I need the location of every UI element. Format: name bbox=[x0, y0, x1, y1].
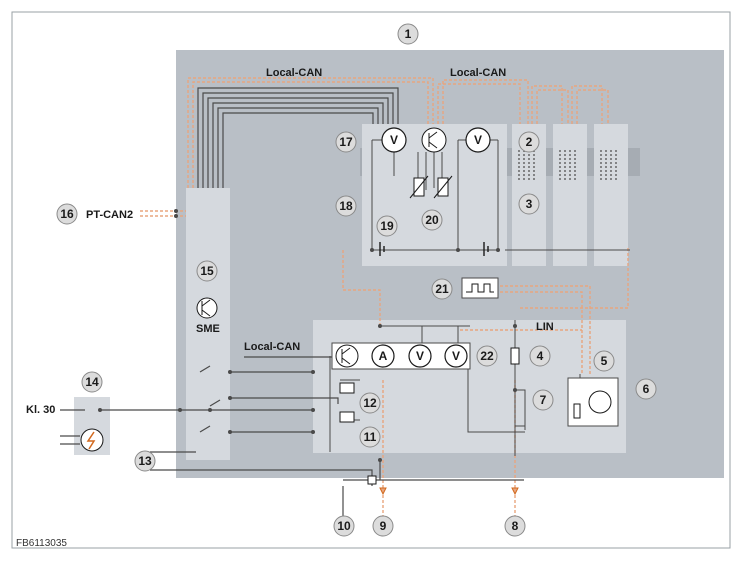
badge-19: 19 bbox=[376, 215, 398, 237]
badge-17: 17 bbox=[335, 131, 357, 153]
voltmeter-top-left bbox=[381, 127, 407, 153]
badge-3: 3 bbox=[518, 193, 540, 215]
contactor-relays bbox=[339, 382, 355, 423]
svg-text:6: 6 bbox=[643, 382, 650, 396]
badge-14: 14 bbox=[81, 371, 103, 393]
svg-text:14: 14 bbox=[85, 375, 99, 389]
meter-label: A bbox=[379, 349, 388, 363]
svg-text:2: 2 bbox=[526, 135, 533, 149]
measurement-transistor-icon bbox=[335, 344, 359, 368]
badge-12: 12 bbox=[359, 392, 381, 414]
wire-junctions bbox=[98, 209, 517, 462]
svg-text:8: 8 bbox=[512, 519, 519, 533]
heating-fuse bbox=[573, 403, 581, 419]
svg-text:7: 7 bbox=[540, 393, 547, 407]
ammeter bbox=[371, 344, 395, 368]
sme-transistor-icon bbox=[196, 297, 218, 319]
badge-22: 22 bbox=[476, 345, 498, 367]
voltmeter-mid-1 bbox=[408, 344, 432, 368]
svg-text:19: 19 bbox=[380, 219, 394, 233]
pulse-waveform bbox=[466, 283, 494, 293]
badge-16: 16 bbox=[56, 203, 78, 225]
meter-circles bbox=[371, 127, 491, 368]
badge-7: 7 bbox=[532, 389, 554, 411]
svg-text:9: 9 bbox=[380, 519, 387, 533]
local-can-bundle bbox=[197, 87, 399, 188]
local-can-label-top-left: Local-CAN bbox=[266, 67, 322, 79]
voltmeter-mid-2 bbox=[444, 344, 468, 368]
local-can-label-top-right: Local-CAN bbox=[450, 67, 506, 79]
svg-text:20: 20 bbox=[425, 213, 439, 227]
svg-text:1: 1 bbox=[405, 27, 412, 41]
cell-module-3 bbox=[553, 124, 587, 266]
sme-control-unit bbox=[186, 188, 230, 460]
svg-text:18: 18 bbox=[339, 199, 353, 213]
badge-9: 9 bbox=[372, 515, 394, 537]
svg-text:11: 11 bbox=[364, 430, 377, 444]
badge-5: 5 bbox=[593, 350, 615, 372]
figure-code: FB6113035 bbox=[16, 538, 67, 549]
fuse-4 bbox=[510, 347, 520, 365]
can-wires bbox=[140, 77, 629, 518]
heating-transistor bbox=[588, 390, 612, 414]
local-can-label-mid: Local-CAN bbox=[244, 341, 300, 353]
meter-label: V bbox=[474, 133, 482, 147]
badge-15: 15 bbox=[196, 260, 218, 282]
kl30-label: Kl. 30 bbox=[26, 404, 55, 416]
svg-text:4: 4 bbox=[537, 349, 544, 363]
pt-can2-label: PT-CAN2 bbox=[86, 209, 133, 221]
badge-18: 18 bbox=[335, 195, 357, 217]
meter-label: V bbox=[416, 349, 424, 363]
svg-text:17: 17 bbox=[339, 135, 353, 149]
svg-text:15: 15 bbox=[200, 264, 214, 278]
cell-module-connectors bbox=[518, 150, 617, 180]
svg-text:21: 21 bbox=[435, 282, 449, 296]
cell-module-4 bbox=[594, 124, 628, 266]
badge-1: 1 bbox=[397, 23, 419, 45]
temperature-sensors bbox=[409, 175, 453, 199]
battery-lightning-icon bbox=[80, 428, 104, 452]
svg-text:3: 3 bbox=[526, 197, 533, 211]
cell-transistor-icon bbox=[421, 127, 447, 153]
svg-text:22: 22 bbox=[480, 349, 494, 363]
svg-text:13: 13 bbox=[138, 454, 152, 468]
badge-2: 2 bbox=[518, 131, 540, 153]
svg-text:12: 12 bbox=[363, 396, 377, 410]
badge-21: 21 bbox=[431, 278, 453, 300]
battery-cell-row bbox=[379, 242, 489, 256]
contactor-11 bbox=[339, 411, 355, 423]
badge-13: 13 bbox=[134, 450, 156, 472]
badge-8: 8 bbox=[504, 515, 526, 537]
contactor-12 bbox=[339, 382, 355, 394]
lin-label: LIN bbox=[536, 321, 554, 333]
badge-10: 10 bbox=[333, 515, 355, 537]
meter-label: V bbox=[452, 349, 460, 363]
ground-connector bbox=[367, 475, 377, 485]
voltmeter-top-right bbox=[465, 127, 491, 153]
svg-text:16: 16 bbox=[60, 207, 74, 221]
pulse-generator-21 bbox=[461, 277, 499, 299]
badge-20: 20 bbox=[421, 209, 443, 231]
meter-label: V bbox=[390, 133, 398, 147]
bottom-connector-pins bbox=[379, 487, 519, 496]
svg-text:5: 5 bbox=[601, 354, 608, 368]
badge-11: 11 bbox=[359, 426, 381, 448]
svg-text:10: 10 bbox=[337, 519, 351, 533]
badge-4: 4 bbox=[529, 345, 551, 367]
sme-label: SME bbox=[196, 323, 220, 335]
power-wiring bbox=[60, 356, 524, 518]
badge-6: 6 bbox=[635, 378, 657, 400]
